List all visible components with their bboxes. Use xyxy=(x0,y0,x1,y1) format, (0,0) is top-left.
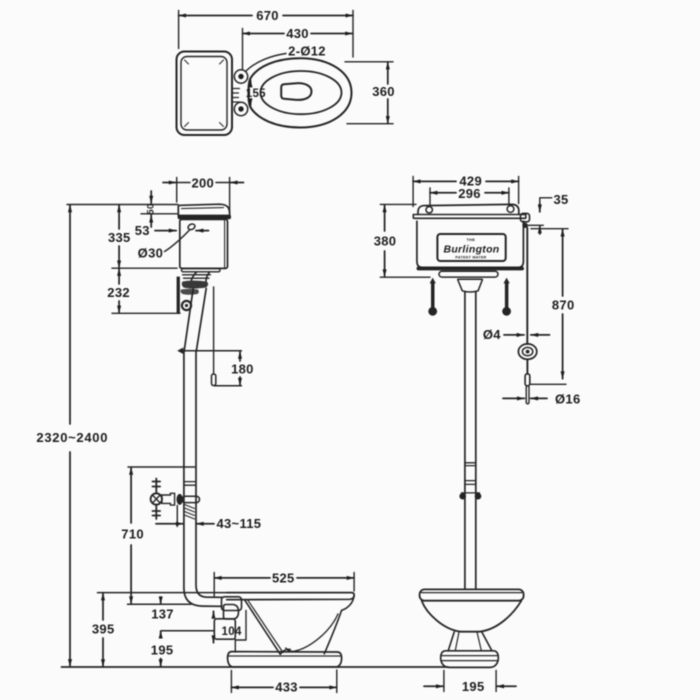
svg-text:2320~2400: 2320~2400 xyxy=(36,430,108,445)
svg-text:525: 525 xyxy=(272,571,295,586)
svg-text:155: 155 xyxy=(246,88,266,100)
svg-text:870: 870 xyxy=(552,298,575,313)
svg-text:710: 710 xyxy=(121,527,144,542)
svg-text:200: 200 xyxy=(192,175,215,190)
svg-text:180: 180 xyxy=(231,361,254,376)
svg-text:Ø16: Ø16 xyxy=(555,391,580,406)
svg-text:429: 429 xyxy=(459,174,482,189)
svg-text:433: 433 xyxy=(275,680,298,695)
svg-text:195: 195 xyxy=(151,642,174,657)
svg-text:195: 195 xyxy=(462,679,485,694)
svg-text:360: 360 xyxy=(372,84,395,99)
svg-text:430: 430 xyxy=(286,26,309,41)
svg-text:Ø30: Ø30 xyxy=(138,246,163,261)
svg-text:53: 53 xyxy=(135,223,150,238)
svg-text:104: 104 xyxy=(222,626,242,638)
svg-text:Burlington: Burlington xyxy=(443,244,499,256)
svg-text:35: 35 xyxy=(554,192,569,207)
svg-text:2-Ø12: 2-Ø12 xyxy=(288,44,326,59)
svg-text:670: 670 xyxy=(256,8,279,23)
svg-text:296: 296 xyxy=(458,186,481,201)
svg-text:43~115: 43~115 xyxy=(217,516,262,531)
svg-text:Ø4: Ø4 xyxy=(483,327,501,342)
svg-text:THE: THE xyxy=(466,237,475,242)
svg-text:137: 137 xyxy=(151,607,174,622)
svg-text:232: 232 xyxy=(107,285,130,300)
svg-text:50: 50 xyxy=(146,203,157,214)
svg-text:PATENT WATER: PATENT WATER xyxy=(455,256,486,260)
svg-text:395: 395 xyxy=(92,622,115,637)
svg-text:380: 380 xyxy=(374,234,397,249)
svg-text:335: 335 xyxy=(108,230,131,245)
